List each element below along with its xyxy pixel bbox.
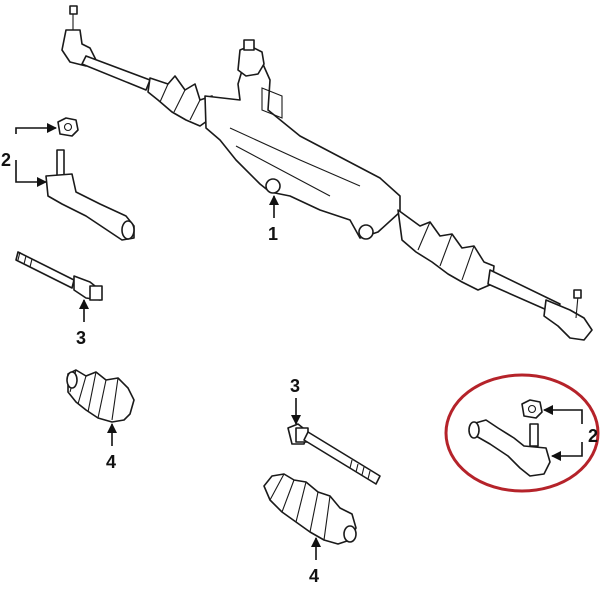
callout-right-inner-tie-rod: 3 (290, 376, 300, 396)
highlight-circle (444, 373, 600, 493)
callout-left-inner-tie-rod: 3 (76, 328, 86, 348)
callout-left-tie-rod-end: 2 (1, 150, 11, 170)
leader-lines (15, 123, 583, 560)
callout-right-tie-rod-end: 2 (588, 426, 598, 446)
callout-rack: 1 (268, 224, 278, 244)
left-boot (66, 369, 135, 423)
right-inner-tie-rod (287, 423, 381, 485)
right-tie-rod-end (468, 399, 551, 477)
left-inner-tie-rod (15, 251, 103, 301)
steering-rack-assembly (61, 5, 593, 341)
callout-left-boot: 4 (106, 452, 116, 472)
callout-right-boot: 4 (309, 566, 319, 586)
right-boot (263, 473, 357, 545)
left-tie-rod-end (45, 117, 135, 241)
